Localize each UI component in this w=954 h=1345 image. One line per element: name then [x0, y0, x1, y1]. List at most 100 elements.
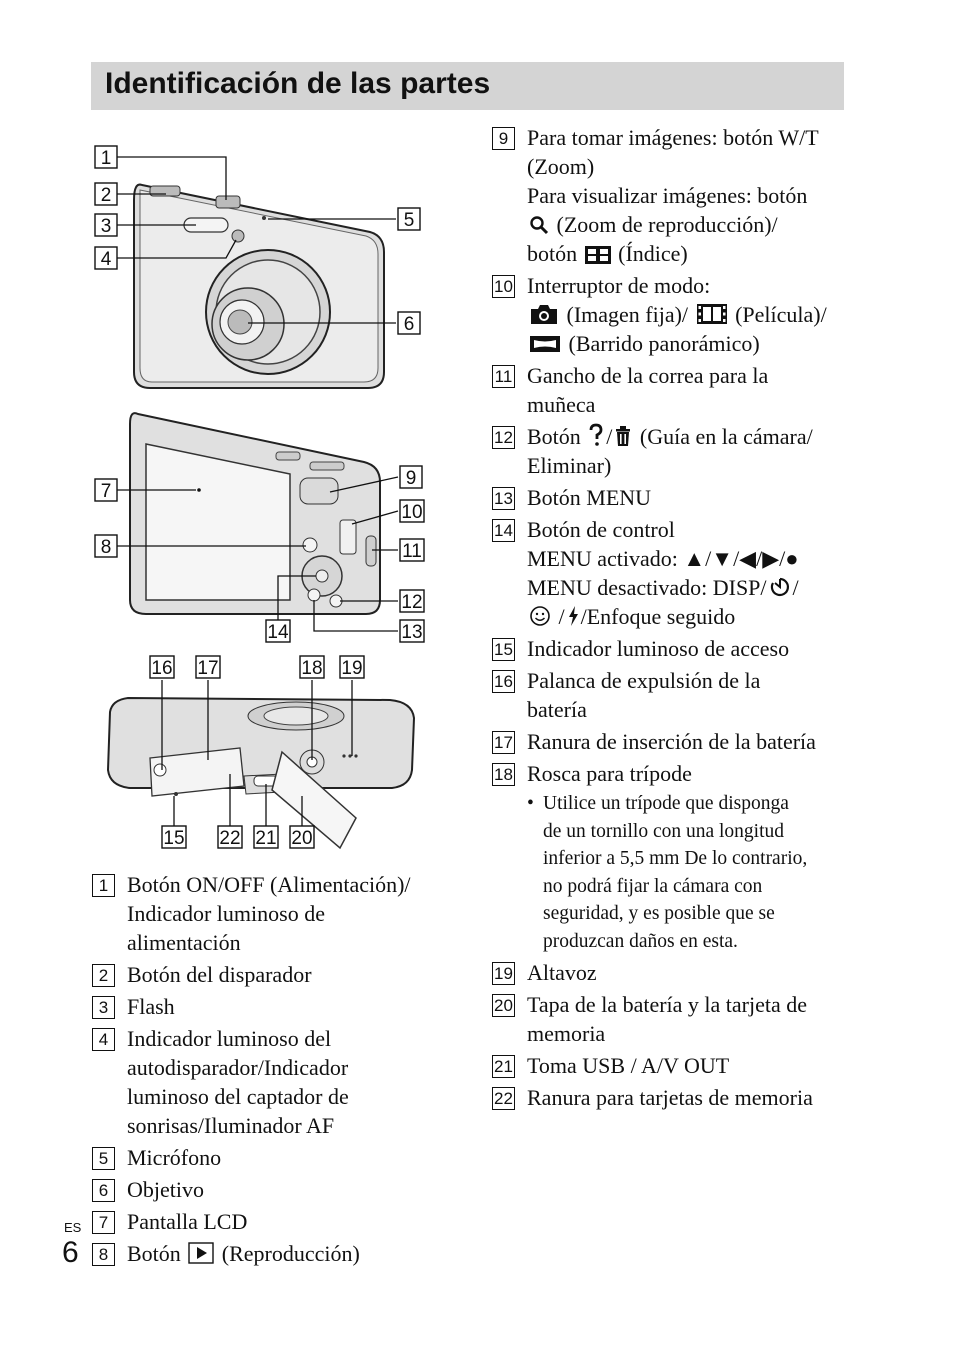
parts-list-left: 1 Botón ON/OFF (Alimentación)/ Indicador… — [92, 870, 462, 1271]
movie-film-icon — [696, 303, 728, 325]
svg-text:1: 1 — [101, 148, 112, 169]
svg-text:13: 13 — [401, 622, 422, 643]
zoom-magnifier-icon — [529, 215, 549, 235]
list-item: 19 Altavoz — [492, 958, 852, 987]
callout-3: 3 — [95, 214, 117, 237]
item-number: 16 — [492, 670, 515, 693]
list-item: 8 Botón (Reproducción) — [92, 1239, 462, 1268]
trash-icon — [614, 425, 632, 447]
svg-text:4: 4 — [101, 249, 112, 270]
callout-12: 12 — [400, 590, 424, 613]
help-question-icon — [588, 423, 604, 447]
item-number: 4 — [92, 1028, 115, 1051]
callout-19: 19 — [340, 656, 364, 679]
item-number: 10 — [492, 275, 515, 298]
item-number: 8 — [92, 1243, 115, 1266]
svg-text:3: 3 — [101, 216, 112, 237]
item-number: 20 — [492, 994, 515, 1017]
svg-text:22: 22 — [219, 828, 240, 849]
svg-text:12: 12 — [401, 592, 422, 613]
item-number: 22 — [492, 1087, 515, 1110]
callout-9: 9 — [400, 466, 422, 489]
item-number: 7 — [92, 1211, 115, 1234]
svg-text:6: 6 — [404, 314, 415, 335]
tripod-note: Utilice un trípode que disponga de un to… — [527, 790, 852, 955]
list-item: 5 Micrófono — [92, 1143, 462, 1172]
camera-back-illustration — [130, 413, 380, 614]
item-number: 18 — [492, 763, 515, 786]
list-item: 17 Ranura de inserción de la batería — [492, 727, 852, 756]
list-item: 12 Botón / (Guía en la cámara/ Eliminar) — [492, 422, 852, 480]
callout-7: 7 — [95, 479, 117, 502]
callout-20: 20 — [290, 826, 314, 849]
callout-14: 14 — [266, 620, 290, 643]
list-item: 22 Ranura para tarjetas de memoria — [492, 1083, 852, 1112]
svg-text:10: 10 — [401, 502, 422, 523]
list-item: 14 Botón de control MENU activado: ▲/▼/◀… — [492, 515, 852, 631]
flash-bolt-icon — [567, 605, 579, 627]
callout-10: 10 — [400, 500, 424, 523]
callout-18: 18 — [300, 656, 324, 679]
list-item: 21 Toma USB / A/V OUT — [492, 1051, 852, 1080]
list-item: 11 Gancho de la correa para la muñeca — [492, 361, 852, 419]
item-number: 14 — [492, 519, 515, 542]
svg-text:8: 8 — [101, 537, 112, 558]
language-code: ES — [64, 1220, 81, 1235]
svg-text:19: 19 — [341, 658, 362, 679]
svg-text:16: 16 — [151, 658, 172, 679]
callout-8: 8 — [95, 535, 117, 558]
callout-16: 16 — [150, 656, 174, 679]
item-number: 2 — [92, 964, 115, 987]
svg-text:7: 7 — [101, 481, 112, 502]
list-item: 3 Flash — [92, 992, 462, 1021]
list-item: 18 Rosca para trípode Utilice un trípode… — [492, 759, 852, 955]
item-number: 1 — [92, 874, 115, 897]
callout-17: 17 — [196, 656, 220, 679]
smile-face-icon — [529, 605, 551, 627]
camera-front-illustration — [134, 185, 384, 388]
callout-13: 13 — [400, 620, 424, 643]
callout-2: 2 — [95, 183, 117, 206]
svg-text:18: 18 — [301, 658, 322, 679]
list-item: 9 Para tomar imágenes: botón W/T (Zoom) … — [492, 123, 852, 268]
playback-icon — [188, 1242, 214, 1264]
sweep-panorama-icon — [529, 334, 561, 354]
item-number: 3 — [92, 996, 115, 1019]
list-item: 10 Interruptor de modo: (Imagen fija)/ (… — [492, 271, 852, 358]
item-number: 15 — [492, 638, 515, 661]
item-number: 9 — [492, 127, 515, 150]
parts-list-right: 9 Para tomar imágenes: botón W/T (Zoom) … — [492, 123, 852, 1115]
item-number: 12 — [492, 426, 515, 449]
svg-text:2: 2 — [101, 185, 112, 206]
callout-5: 5 — [398, 208, 420, 231]
list-item: 16 Palanca de expulsión de la batería — [492, 666, 852, 724]
list-item: 15 Indicador luminoso de acceso — [492, 634, 852, 663]
item-number: 17 — [492, 731, 515, 754]
svg-text:15: 15 — [163, 828, 184, 849]
callout-22: 22 — [218, 826, 242, 849]
index-grid-icon — [585, 246, 611, 264]
item-number: 19 — [492, 962, 515, 985]
svg-text:9: 9 — [406, 468, 417, 489]
svg-text:11: 11 — [402, 541, 422, 562]
callout-6: 6 — [398, 312, 420, 335]
list-item: 1 Botón ON/OFF (Alimentación)/ Indicador… — [92, 870, 462, 957]
svg-text:20: 20 — [291, 828, 312, 849]
item-number: 21 — [492, 1055, 515, 1078]
svg-text:21: 21 — [255, 828, 276, 849]
svg-text:5: 5 — [404, 210, 415, 231]
callout-11: 11 — [400, 539, 424, 562]
list-item: 7 Pantalla LCD — [92, 1207, 462, 1236]
item-number: 13 — [492, 487, 515, 510]
list-item: 20 Tapa de la batería y la tarjeta de me… — [492, 990, 852, 1048]
page-number: 6 — [62, 1236, 79, 1270]
callout-21: 21 — [254, 826, 278, 849]
self-timer-icon — [769, 576, 791, 598]
list-item: 13 Botón MENU — [492, 483, 852, 512]
item-number: 5 — [92, 1147, 115, 1170]
callout-1: 1 — [95, 146, 117, 169]
list-item: 2 Botón del disparador — [92, 960, 462, 989]
still-camera-icon — [529, 303, 559, 325]
list-item: 6 Objetivo — [92, 1175, 462, 1204]
callout-15: 15 — [162, 826, 186, 849]
